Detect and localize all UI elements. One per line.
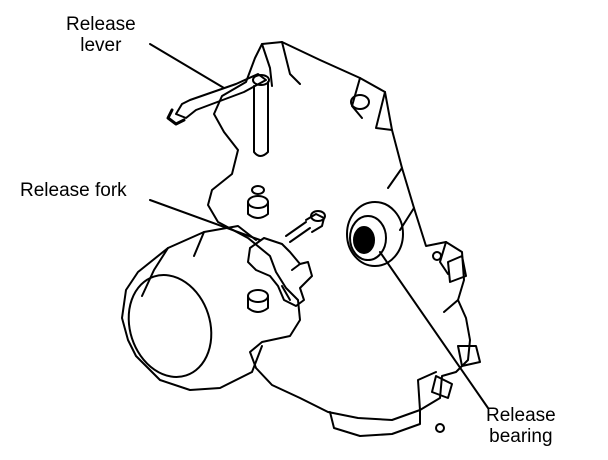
housing-lower-lip — [329, 409, 421, 437]
lower-bushing-body — [247, 295, 269, 313]
clutch-bell-housing — [121, 225, 263, 391]
clutch-bell-rim — [141, 231, 205, 297]
fork-leader-line — [149, 199, 261, 241]
housing-bolt-lugs — [431, 255, 481, 399]
shaft-seal — [251, 185, 265, 195]
release-fork-label: Release fork — [20, 180, 127, 201]
housing-hole — [432, 251, 442, 261]
release-bearing-label-line-2: bearing — [489, 426, 553, 447]
fork-bolt-head — [310, 210, 326, 222]
release-lever-label: Release lever — [66, 14, 136, 56]
bearing-leader-line — [379, 251, 489, 409]
release-fork — [247, 237, 313, 307]
release-bearing-label: Release bearing — [486, 405, 556, 447]
release-lever-label-line-1: Release — [66, 14, 136, 35]
release-bearing-core — [353, 226, 375, 254]
release-shaft — [253, 81, 269, 157]
release-bearing-outer — [346, 201, 404, 267]
release-bearing-label-line-1: Release — [486, 405, 556, 426]
lower-bushing-top — [247, 289, 269, 303]
shaft-bushing-top — [247, 195, 269, 209]
clutch-bell-face — [127, 274, 213, 378]
release-lever — [175, 73, 267, 119]
transaxle-housing — [207, 41, 471, 421]
shaft-seal-body — [247, 201, 269, 219]
lever-leader-line — [149, 43, 225, 89]
release-bearing-inner — [349, 215, 387, 261]
release-shaft-top — [252, 74, 270, 86]
housing-detail — [261, 41, 459, 411]
lower-bolt — [435, 423, 445, 433]
release-fork-arm — [281, 263, 301, 301]
housing-boss — [350, 94, 370, 110]
release-lever-tip — [166, 108, 186, 126]
fork-bolt — [285, 213, 325, 243]
release-lever-label-line-2: lever — [80, 35, 122, 56]
